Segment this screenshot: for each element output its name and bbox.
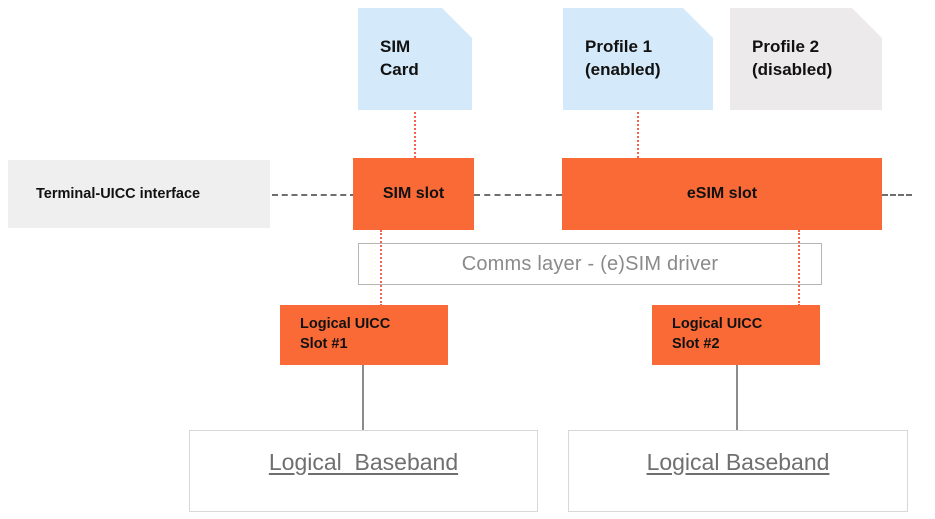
profile-2-card-shape: Profile 2 (disabled): [730, 8, 882, 110]
logical-uicc-slot-1-label: Logical UICC Slot #1: [300, 316, 391, 352]
interface-dashed-line-right: [882, 194, 912, 196]
connector-uicc-slot-2-to-baseband-2: [736, 365, 738, 431]
connector-sim-card-to-sim-slot: [414, 112, 416, 158]
esim-slot-label: eSIM slot: [686, 185, 758, 202]
logical-baseband-1-label: Logical Baseband: [268, 449, 459, 475]
interface-dashed-line-left: [272, 194, 356, 196]
connector-uicc-slot-1-to-baseband-1: [362, 365, 364, 431]
sim-slot-label: SIM slot: [382, 185, 445, 202]
logical-uicc-slot-1-box[interactable]: Logical UICC Slot #1: [280, 305, 448, 365]
comms-layer-box: Comms layer - (e)SIM driver: [358, 243, 822, 285]
terminal-uicc-interface-label: Terminal-UICC interface: [36, 186, 201, 202]
sim-card-label: SIM Card: [380, 37, 419, 79]
connector-profile1-to-esim-slot: [637, 112, 639, 158]
logical-baseband-1-box: Logical Baseband: [189, 430, 538, 512]
logical-uicc-slot-2-label: Logical UICC Slot #2: [672, 316, 763, 352]
profile-1-label: Profile 1 (enabled): [585, 37, 661, 79]
logical-baseband-2-box: Logical Baseband: [568, 430, 908, 512]
connector-esim-slot-to-uicc-slot-2: [798, 230, 800, 306]
logical-uicc-slot-2-box[interactable]: Logical UICC Slot #2: [652, 305, 820, 365]
profile-1-card-shape: Profile 1 (enabled): [563, 8, 713, 110]
sim-card-shape: SIM Card: [358, 8, 472, 110]
comms-layer-label: Comms layer - (e)SIM driver: [461, 252, 719, 275]
terminal-uicc-interface-box: Terminal-UICC interface: [8, 160, 270, 228]
esim-slot-box[interactable]: eSIM slot: [562, 158, 882, 230]
interface-dashed-line-middle: [474, 194, 562, 196]
logical-baseband-2-label: Logical Baseband: [646, 449, 830, 475]
profile-2-label: Profile 2 (disabled): [752, 37, 833, 79]
connector-sim-slot-to-uicc-slot-1: [380, 230, 382, 306]
sim-slot-box[interactable]: SIM slot: [353, 158, 474, 230]
